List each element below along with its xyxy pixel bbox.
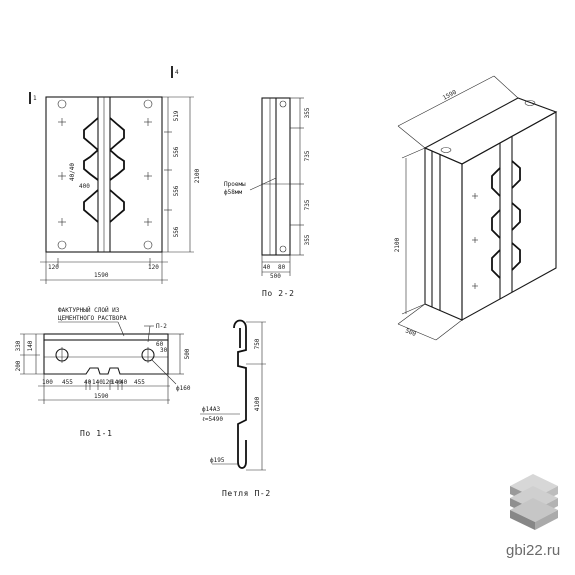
side-view-title: По 2-2 bbox=[262, 289, 295, 298]
dim-notch-w: 400 bbox=[79, 183, 90, 190]
hole-diameter: ф160 bbox=[176, 385, 191, 392]
dim-height-total: 2100 bbox=[194, 168, 201, 183]
dim-base-b: 80 bbox=[278, 264, 286, 271]
dim-iso-depth: 500 bbox=[404, 327, 417, 338]
dim-iso-length: 1590 bbox=[442, 89, 458, 102]
dim-h1: 330 bbox=[15, 340, 22, 351]
dim-seg-g: 455 bbox=[134, 379, 145, 386]
section-mark: 1 bbox=[33, 95, 37, 102]
dim-h3: 200 bbox=[15, 360, 22, 371]
stacked-blocks-icon bbox=[510, 474, 558, 530]
dim-seg-bot: 556 bbox=[173, 226, 180, 237]
isometric-view: 1590 2100 500 bbox=[394, 75, 558, 341]
dim-side-seg4: 355 bbox=[304, 234, 311, 245]
hole-label: Проемы bbox=[224, 181, 246, 188]
dim-seg-a: 455 bbox=[62, 379, 73, 386]
hole-dia: ф58мм bbox=[224, 189, 242, 196]
rebar-length: ℓ=5490 bbox=[202, 416, 223, 423]
cut-mark: П-2 bbox=[156, 323, 167, 330]
dim-seg-d: 120 bbox=[102, 379, 113, 386]
dim-seg-e: 140 bbox=[111, 379, 122, 386]
dim-h2: 140 bbox=[27, 340, 34, 351]
facing-label-2: ЦЕМЕНТНОГО РАСТВОРА bbox=[58, 315, 127, 322]
dim-side-seg3: 735 bbox=[304, 199, 311, 210]
section-view: ФАКТУРНЫЙ СЛОЙ ИЗ ЦЕМЕНТНОГО РАСТВОРА П-… bbox=[15, 307, 191, 438]
dim-base-total: 500 bbox=[270, 273, 281, 280]
bolt-icon bbox=[57, 240, 67, 250]
dim-seg-f: 40 bbox=[120, 379, 128, 386]
dim-base-a: 40 bbox=[263, 264, 271, 271]
dim-notch-h: 40/40 bbox=[69, 163, 76, 181]
side-view: 355 735 735 355 Проемы ф58мм 40 80 500 П… bbox=[224, 97, 311, 298]
facing-label-1: ФАКТУРНЫЙ СЛОЙ ИЗ bbox=[58, 307, 120, 314]
dim-loop-top: 750 bbox=[254, 338, 261, 349]
top-mark: 4 bbox=[175, 69, 179, 76]
loop-view: 750 4100 ф14A3 ℓ=5490 ф195 Петля П-2 bbox=[200, 319, 271, 498]
watermark: gbi22.ru bbox=[506, 542, 560, 559]
bolt-icon bbox=[143, 99, 153, 109]
dim-seg-mid1: 556 bbox=[173, 146, 180, 157]
rebar-loop bbox=[233, 319, 247, 469]
bolt-icon bbox=[57, 99, 67, 109]
rebar-label: ф14A3 bbox=[202, 406, 220, 413]
dim-loop-main: 4100 bbox=[254, 396, 261, 411]
facing-slab bbox=[43, 333, 169, 341]
bolt-icon bbox=[143, 240, 153, 250]
section-view-title: По 1-1 bbox=[80, 429, 113, 438]
dim-inner: 60 bbox=[156, 341, 164, 348]
dim-side-small: 30 bbox=[160, 347, 168, 354]
dim-iso-height: 2100 bbox=[394, 237, 401, 252]
bottom-dia: ф195 bbox=[210, 457, 225, 464]
dim-seg-mid2: 556 bbox=[173, 185, 180, 196]
dim-edge-left: 120 bbox=[48, 264, 59, 271]
dim-width-total: 1590 bbox=[94, 272, 109, 279]
dim-edge: 100 bbox=[42, 379, 53, 386]
dim-side-seg1: 355 bbox=[304, 107, 311, 118]
loop-icon bbox=[279, 100, 287, 108]
dim-total-width: 1590 bbox=[94, 393, 109, 400]
dim-edge-right: 120 bbox=[148, 264, 159, 271]
dim-seg-c: 140 bbox=[92, 379, 103, 386]
dim-side-right: 500 bbox=[184, 348, 191, 359]
dim-seg-b: 40 bbox=[84, 379, 92, 386]
loop-icon bbox=[279, 245, 287, 253]
lifting-hole-icon bbox=[524, 100, 536, 106]
lifting-hole-icon bbox=[440, 147, 452, 153]
dim-seg-top: 519 bbox=[173, 110, 180, 121]
dim-side-seg2: 735 bbox=[304, 150, 311, 161]
loop-view-title: Петля П-2 bbox=[222, 489, 271, 498]
front-view: 1 4 519 556 556 556 2100 400 40/40 120 1… bbox=[29, 66, 201, 284]
